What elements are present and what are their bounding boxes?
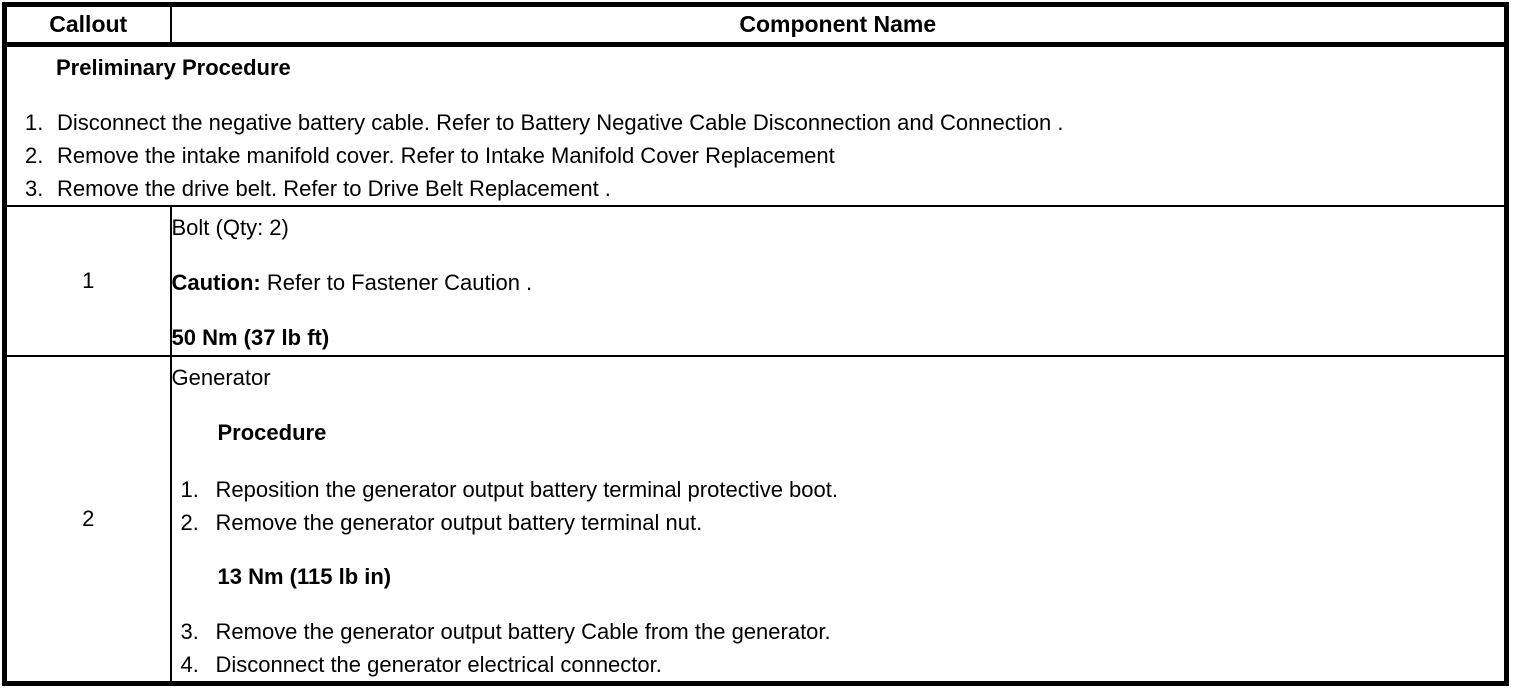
preliminary-step: 2. Remove the intake manifold cover. Ref…	[25, 139, 1504, 172]
procedure-step: 1. Reposition the generator output batte…	[181, 473, 1505, 506]
header-callout: Callout	[3, 3, 172, 47]
procedure-step: 3. Remove the generator output battery C…	[181, 615, 1505, 648]
header-component-name: Component Name	[169, 3, 1508, 47]
component-callout-table: Callout Component Name Preliminary Proce…	[2, 2, 1509, 686]
procedure-title: Procedure	[217, 420, 327, 445]
procedure-step: 4. Disconnect the generator electrical c…	[181, 648, 1505, 681]
preliminary-step-list: 1. Disconnect the negative battery cable…	[7, 106, 1504, 205]
step-number: 3.	[180, 619, 199, 644]
callout-cell: 1	[3, 205, 172, 357]
step-number: 1.	[180, 477, 199, 502]
component-cell-bolt: Bolt (Qty: 2) Caution: Refer to Fastener…	[169, 205, 1508, 357]
step-text: Remove the generator output battery term…	[215, 510, 703, 535]
table-row-bolt: 1 Bolt (Qty: 2) Caution: Refer to Fasten…	[3, 205, 1508, 357]
step-text: Disconnect the negative battery cable. R…	[57, 110, 1064, 135]
preliminary-step: 3. Remove the drive belt. Refer to Drive…	[25, 172, 1504, 205]
step-text: Remove the drive belt. Refer to Drive Be…	[57, 176, 611, 201]
procedure-step: 2. Remove the generator output battery t…	[181, 506, 1505, 539]
table-header-row: Callout Component Name	[3, 3, 1508, 47]
callout-cell: 2	[3, 355, 172, 685]
table-row-generator: 2 Generator Procedure 1. Reposition the …	[3, 355, 1508, 685]
component-name-text: Bolt (Qty: 2)	[171, 215, 289, 240]
step-text: Remove the generator output battery Cabl…	[215, 619, 831, 644]
caution-line: Caution: Refer to Fastener Caution .	[172, 270, 1505, 295]
caution-label: Caution:	[171, 270, 261, 295]
procedure-step-list: 3. Remove the generator output battery C…	[172, 615, 1505, 681]
step-number: 3.	[25, 176, 44, 201]
preliminary-procedure-cell: Preliminary Procedure 1. Disconnect the …	[3, 43, 1508, 207]
step-number: 2.	[25, 143, 44, 168]
procedure-step-list: 1. Reposition the generator output batte…	[172, 473, 1505, 539]
step-number: 4.	[180, 652, 199, 677]
step-number: 2.	[180, 510, 199, 535]
preliminary-procedure-title: Preliminary Procedure	[56, 55, 291, 80]
torque-spec: 13 Nm (115 lb in)	[217, 564, 392, 589]
step-text: Remove the intake manifold cover. Refer …	[57, 143, 835, 168]
torque-spec: 50 Nm (37 lb ft)	[171, 325, 330, 350]
preliminary-procedure-row: Preliminary Procedure 1. Disconnect the …	[3, 43, 1508, 207]
step-text: Disconnect the generator electrical conn…	[215, 652, 662, 677]
component-cell-generator: Generator Procedure 1. Reposition the ge…	[169, 355, 1508, 685]
component-name-text: Generator	[171, 365, 271, 390]
preliminary-step: 1. Disconnect the negative battery cable…	[25, 106, 1504, 139]
caution-text: Refer to Fastener Caution .	[260, 270, 533, 295]
step-text: Reposition the generator output battery …	[215, 477, 838, 502]
step-number: 1.	[25, 110, 44, 135]
